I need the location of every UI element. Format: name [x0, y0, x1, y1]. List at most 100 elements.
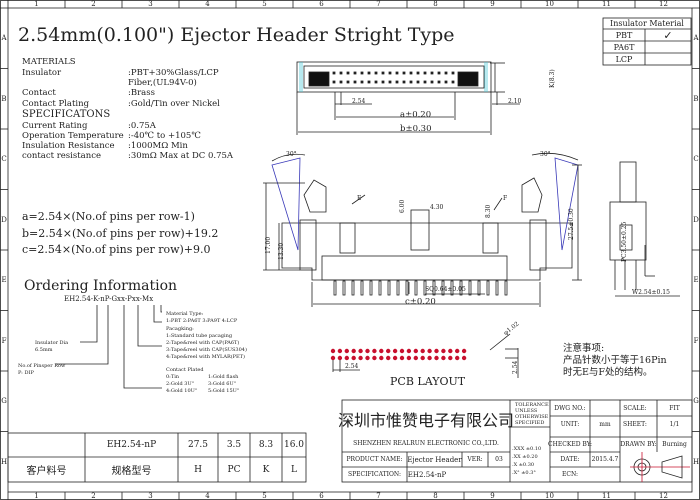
dim-e: E: [357, 195, 362, 202]
row-letter: B: [693, 94, 699, 103]
ordering-note: 3:Tape&reel with CAP(SUS304): [166, 347, 247, 353]
tolerance-label: OTHERWISE: [515, 414, 549, 420]
part-value-label: PC: [227, 464, 241, 475]
pin-hole: [360, 80, 364, 84]
note-line: 产品针数小于等于16Pin: [563, 355, 667, 366]
pcb-hole: [455, 348, 460, 354]
pcb-hole: [448, 348, 453, 354]
scale-label: SCALE:: [623, 404, 647, 412]
pcb-hole: [406, 355, 412, 361]
pcb-hole: [399, 348, 405, 354]
pin-hole: [437, 71, 441, 75]
part-value-label: H: [194, 464, 202, 475]
ordering-note: Contact Plated: [166, 367, 204, 373]
ordering-note: 6.5mm: [35, 347, 53, 353]
pin-hole: [346, 80, 350, 84]
pcb-hole: [461, 355, 467, 361]
column-number: 3: [148, 492, 153, 500]
pcb-hole: [441, 355, 446, 361]
column-number: 8: [433, 0, 438, 8]
column-number: 2: [91, 492, 96, 500]
pin-tail: [351, 280, 355, 296]
dim-vertical: PC3.50±0.25: [621, 221, 628, 262]
spec-value: :-40℃ to +105℃: [128, 131, 201, 141]
pcb-hole: [427, 355, 432, 361]
row-letter: G: [1, 397, 7, 406]
pcb-hole: [337, 348, 343, 354]
ordering-note: 0:Tin: [166, 374, 180, 380]
dim-f: F: [503, 195, 508, 202]
scale-value: FIT: [669, 404, 680, 412]
line: [489, 333, 511, 351]
row-letter: H: [0, 457, 8, 466]
dim-vertical: 6.00: [399, 199, 406, 213]
pin-tail: [459, 280, 463, 296]
pcb-hole: [372, 348, 377, 354]
pin-tail: [342, 280, 346, 296]
row-letter: G: [693, 397, 699, 406]
line: [351, 194, 366, 205]
ordering-note: 1:Standard tube pacaging: [166, 333, 233, 339]
leader-line: [153, 305, 162, 323]
pin-tail: [387, 280, 391, 296]
pin-hole: [402, 80, 406, 84]
front-view-body: [281, 222, 573, 281]
spec-value: :1000MΩ Min: [128, 141, 188, 152]
row-letter: A: [693, 34, 699, 43]
dim-vertical: 8.30: [485, 204, 492, 218]
part-value-label: K: [262, 464, 270, 475]
dim-a-label: a±0.20: [400, 110, 432, 120]
ordering-note: Material Type:: [166, 311, 204, 317]
pcb-hole: [448, 355, 453, 361]
column-number: 11: [602, 0, 611, 8]
material-label: Contact Plating: [22, 98, 90, 109]
pin-tail: [414, 280, 418, 296]
specification-value: EH2.54-nP: [407, 470, 447, 479]
line: [493, 197, 503, 211]
dim-c-label: c±0.20: [405, 297, 436, 307]
insulator-table-border: [602, 17, 692, 66]
pin-hole: [339, 71, 343, 75]
row-letter: C: [1, 155, 7, 164]
column-number: 12: [659, 492, 668, 500]
drawn-label: DRAWN BY:: [620, 441, 657, 448]
pin-hole: [332, 80, 336, 84]
pcb-hole: [372, 355, 377, 361]
formula: c=2.54×(No.of pins per row)+9.0: [22, 243, 211, 256]
latch-block-right: [457, 71, 479, 87]
insulator-check: [645, 41, 691, 53]
column-number: 7: [376, 492, 381, 500]
pin-hole: [444, 80, 448, 84]
pcb-hole: [461, 348, 467, 354]
spec-label: Insulation Resistance: [22, 141, 115, 152]
side-view-body: [609, 201, 647, 261]
pcb-hole: [351, 348, 356, 354]
row-letter: A: [1, 34, 7, 43]
column-number: 8: [433, 492, 438, 500]
ordering-heading: Ordering Information: [24, 278, 178, 294]
pin-hole: [374, 71, 378, 75]
pin-hole: [374, 80, 378, 84]
pin-tail: [378, 280, 382, 296]
part-value: 8.3: [258, 440, 274, 450]
spec-label: Current Rating: [22, 120, 88, 131]
pin-tail: [486, 280, 490, 296]
note-line: 时无E与F处的结构。: [563, 367, 653, 378]
pin-hole: [451, 71, 455, 75]
material-value: :Brass: [128, 88, 155, 99]
row-letter: D: [693, 215, 699, 224]
materials-heading: MATERIALS: [22, 57, 76, 67]
unit-label: UNIT:: [560, 420, 580, 428]
pin-hole: [437, 80, 441, 84]
unit-value: mm: [599, 420, 611, 428]
dim-sq: SQ0.64±0.05: [425, 286, 466, 293]
latch-arm-right: [521, 177, 543, 213]
ordering-code: EH2.54-K-nP-Gxx-Pxx-Mx: [64, 295, 154, 303]
pcb-hole: [434, 348, 439, 354]
note-line: 注意事项:: [563, 343, 605, 354]
pcb-hole: [420, 348, 425, 354]
dim-vertical: 17.00: [265, 236, 272, 254]
column-number: 9: [490, 0, 495, 8]
pcb-hole: [406, 348, 412, 354]
